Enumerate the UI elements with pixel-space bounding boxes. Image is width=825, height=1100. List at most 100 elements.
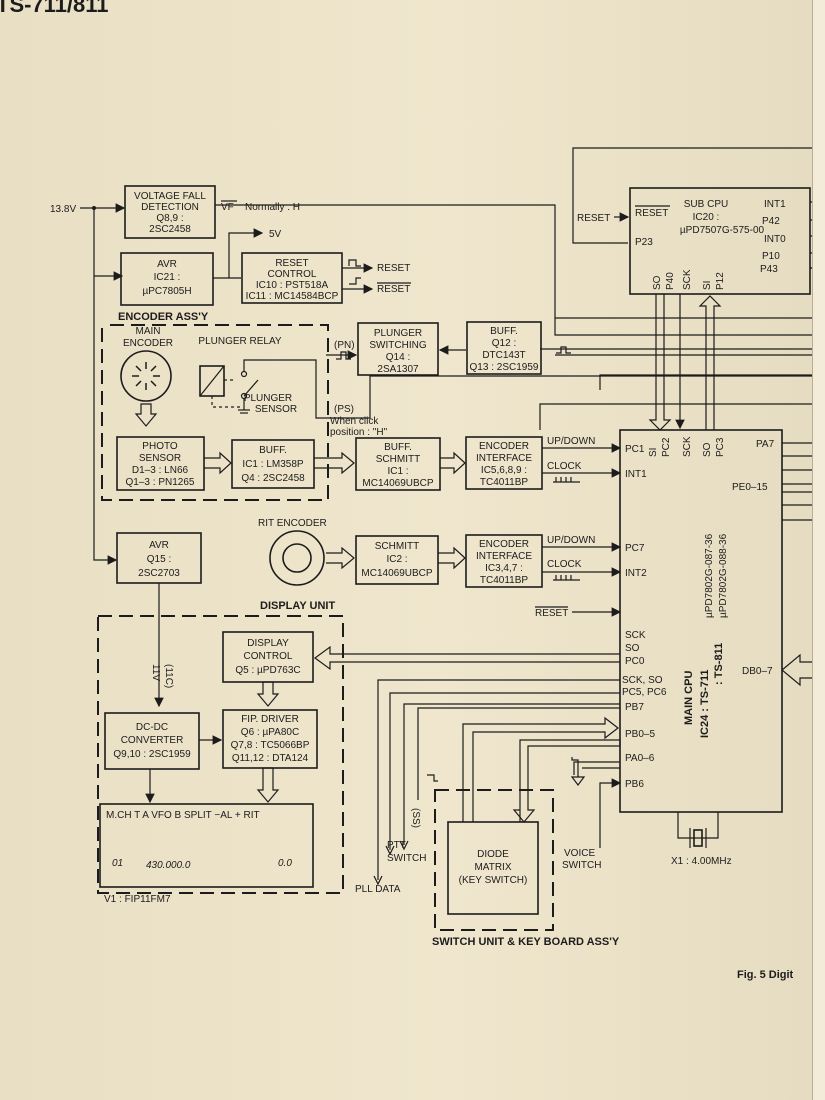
display-control-block: DISPLAY CONTROL Q5 : µPD763C [222,631,314,683]
svg-text:CONTROL: CONTROL [244,651,293,662]
encoder-assy-label: ENCODER ASS'Y [118,311,209,323]
svg-text:SO: SO [702,442,713,457]
crystal-x1-icon [677,812,719,848]
svg-text:AVR: AVR [157,259,177,270]
svg-text:PC2: PC2 [661,437,672,457]
svg-text:RESET: RESET [635,208,668,219]
svg-text:IC2 :: IC2 : [386,554,407,565]
svg-text:Q14 :: Q14 : [386,352,410,363]
svg-text:INT0: INT0 [764,234,786,245]
svg-text:PB6: PB6 [625,779,644,790]
svg-text:FIP. DRIVER: FIP. DRIVER [241,714,299,725]
up-down-2-label: UP/DOWN [547,535,595,546]
svg-text:µPD7802G-087-36: µPD7802G-087-36 [704,533,715,618]
ps-label: (PS) [334,404,354,415]
svg-text:P23: P23 [635,237,653,248]
svg-text:MAIN CPU: MAIN CPU [683,671,695,725]
svg-text:(KEY SWITCH): (KEY SWITCH) [459,875,528,886]
svg-text:PHOTO: PHOTO [142,441,178,452]
encoder-interface-2-block: ENCODER INTERFACE IC3,4,7 : TC4011BP [465,534,543,588]
svg-text:P12: P12 [715,272,726,290]
svg-text:P10: P10 [762,251,780,262]
svg-text:SCK: SCK [682,269,693,290]
main-encoder-label: MAIN [136,326,161,337]
svg-text:IC3,4,7 :: IC3,4,7 : [485,563,523,574]
svg-text:INTERFACE: INTERFACE [476,453,532,464]
svg-text:IC21 :: IC21 : [154,272,181,283]
svg-text:BUFF.: BUFF. [384,442,412,453]
svg-text:CONVERTER: CONVERTER [121,735,184,746]
svg-text:BUFF.: BUFF. [259,445,287,456]
switch-unit-label: SWITCH UNIT & KEY BOARD ASS'Y [432,936,620,948]
main-encoder-icon [120,350,172,402]
svg-text:DB0–7: DB0–7 [742,666,773,677]
plunger-switching-block: PLUNGER SWITCHING Q14 : 2SA1307 [357,322,439,376]
clock-1-label: CLOCK [547,461,582,472]
svg-text:Q15 :: Q15 : [147,554,171,565]
5v-label: 5V [269,229,282,240]
rit-encoder-label: RIT ENCODER [258,518,327,529]
pn-label: (PN) [334,340,355,351]
svg-text:PLUNGER: PLUNGER [374,328,422,339]
encoder-interface-1-block: ENCODER INTERFACE IC5,6,8,9 : TC4011BP [465,436,543,490]
svg-text:Q5 : µPD763C: Q5 : µPD763C [235,665,300,676]
svg-text:SENSOR: SENSOR [139,453,181,464]
svg-text:INTERFACE: INTERFACE [476,551,532,562]
ptt-switch-label-1: PTT [387,840,406,851]
svg-text:D1–3 : LN66: D1–3 : LN66 [132,465,189,476]
11v-label: 11V [150,664,161,681]
main-cpu-reset-label: RESET [535,608,568,619]
11c-label: (11C) [163,664,174,688]
svg-text:Q6 : µPA80C: Q6 : µPA80C [241,727,299,738]
plunger-relay-icon [199,365,225,397]
svg-text:SCK, SO: SCK, SO [622,675,663,686]
svg-text:IC24 : TS-711: IC24 : TS-711 [699,670,711,738]
svg-text:ENCODER: ENCODER [479,539,529,550]
avr-q15-block: AVR Q15 : 2SC2703 [116,532,202,584]
svg-text:IC20 :: IC20 : [693,212,720,223]
svg-text:SCK: SCK [625,630,646,641]
vf-signal-label: VF [221,202,234,213]
svg-text:ENCODER: ENCODER [479,441,529,452]
svg-text:DISPLAY: DISPLAY [247,638,289,649]
buff-schmitt-block: BUFF. SCHMITT IC1 : MC14069UBCP [355,437,441,491]
svg-text:PA0–6: PA0–6 [625,753,655,764]
svg-text:µPD7802G-088-36: µPD7802G-088-36 [718,533,729,618]
svg-text:BUFF.: BUFF. [490,326,518,337]
svg-text:IC5,6,8,9 :: IC5,6,8,9 : [481,465,527,476]
svg-text:MATRIX: MATRIX [474,862,511,873]
up-down-1-label: UP/DOWN [547,436,595,447]
svg-text:RESET: RESET [275,258,308,269]
reset-control-block: RESET CONTROL IC10 : PST518A IC11 : MC14… [241,252,343,304]
svg-text:VOLTAGE FALL: VOLTAGE FALL [134,191,206,202]
svg-text:M.CH T A VFO B SPLIT −A: M.CH T A VFO B SPLIT −AL + RIT [106,810,260,821]
dcdc-converter-block: DC-DC CONVERTER Q9,10 : 2SC1959 [104,712,200,770]
svg-text:DIODE: DIODE [477,849,509,860]
plunger-sensor-label: PLUNGER [244,393,292,404]
svg-text:PA7: PA7 [756,439,775,450]
svg-text:430.000.0: 430.000.0 [146,860,191,871]
click-note-1: When click [330,416,379,427]
svg-text:INT1: INT1 [764,199,786,210]
svg-text:MC14069UBCP: MC14069UBCP [362,478,433,489]
svg-text:Q1–3 : PN1265: Q1–3 : PN1265 [126,477,195,488]
svg-text:2SC2458: 2SC2458 [149,224,191,235]
avr-ic21-block: AVR IC21 : µPC7805H [120,252,214,306]
svg-text:PC3: PC3 [715,437,726,457]
svg-text:SI: SI [702,281,713,290]
model-header: TS-711/811 [0,0,109,17]
svg-text:IC11 : MC14584BCP: IC11 : MC14584BCP [246,291,339,302]
svg-text:PC7: PC7 [625,543,645,554]
ptt-switch-label-2: SWITCH [387,853,426,864]
svg-text:DETECTION: DETECTION [141,202,199,213]
svg-text:Q13 : 2SC1959: Q13 : 2SC1959 [470,362,539,373]
svg-text:TC4011BP: TC4011BP [480,575,529,586]
rit-encoder-icon [269,530,325,586]
click-note-2: position : "H" [330,427,388,438]
schmitt-ic2-block: SCHMITT IC2 : MC14069UBCP [355,535,439,585]
svg-text:: TS-811: : TS-811 [713,643,725,685]
reset-bar-out-label: RESET [377,284,410,295]
svg-text:Q11,12 : DTA124: Q11,12 : DTA124 [232,753,309,764]
